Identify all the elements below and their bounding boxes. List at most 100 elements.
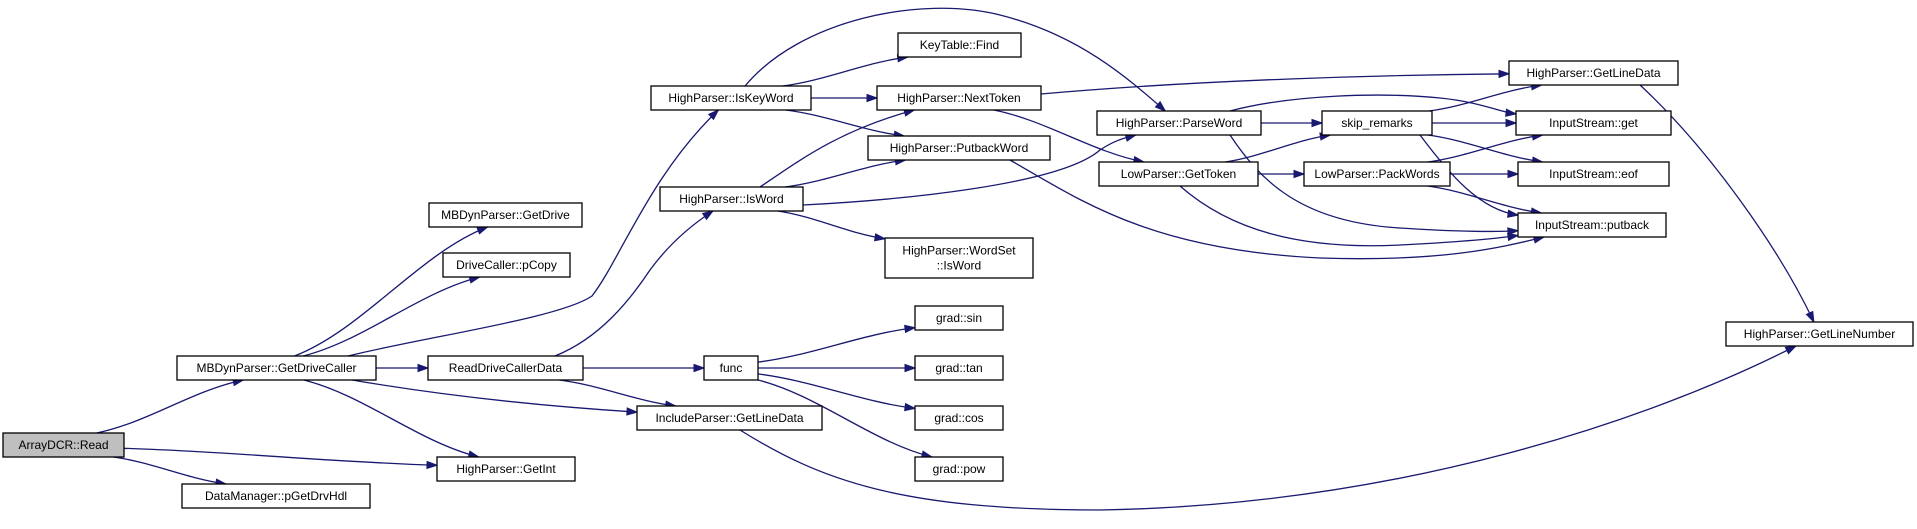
edge-highparser-nexttoken-to-highparser-getlinedata: [1040, 69, 1511, 95]
edge-readdrivecallerdata-to-func: [583, 363, 706, 373]
node-highparser-getlinenumber[interactable]: HighParser::GetLineNumber: [1725, 321, 1914, 347]
node-highparser-parseword[interactable]: HighParser::ParseWord: [1096, 110, 1262, 136]
node-readdrivecallerdata[interactable]: ReadDriveCallerData: [427, 355, 584, 381]
node-keytable-find[interactable]: KeyTable::Find: [897, 32, 1022, 58]
node-label: ArrayDCR::Read: [18, 438, 108, 452]
edge-highparser-isword-to-highparser-wordset-isword-line: [777, 210, 886, 240]
node-highparser-getint[interactable]: HighParser::GetInt: [436, 456, 576, 482]
edge-arraydcr-read-to-highparser-getint: [123, 447, 439, 470]
node-inputstream-get[interactable]: InputStream::get: [1515, 110, 1672, 136]
node-label: ::IsWord: [937, 259, 981, 273]
node-box: [914, 305, 1004, 331]
edge-arraydcr-read-to-datamanager-pgetdrvhdl: [113, 456, 228, 487]
node-skip-remarks[interactable]: skip_remarks: [1321, 110, 1433, 136]
edge-lowparser-packwords-to-inputstream-eof-arrowhead: [1507, 169, 1520, 179]
node-label: HighParser::PutbackWord: [890, 141, 1029, 155]
node-box: [1515, 110, 1672, 136]
edge-lowparser-gettoken-to-skip-remarks-line: [1225, 134, 1331, 163]
edge-highparser-isword-to-highparser-putbackword-line: [784, 159, 906, 188]
node-grad-tan[interactable]: grad::tan: [914, 355, 1004, 381]
edge-mbdynparser-getdrivecaller-to-highparser-iskeyword-arrowhead: [707, 108, 720, 121]
node-box: [427, 355, 584, 381]
node-drivecaller-pcopy[interactable]: DriveCaller::pCopy: [442, 252, 571, 278]
edge-includeparser-getlinedata-to-highparser-getlinenumber-line: [739, 345, 1797, 511]
node-highparser-putbackword[interactable]: HighParser::PutbackWord: [867, 135, 1051, 161]
edge-includeparser-getlinedata-to-highparser-getlinenumber: [739, 345, 1798, 511]
edge-func-to-grad-sin-line: [757, 326, 916, 363]
node-label: HighParser::ParseWord: [1116, 116, 1243, 130]
node-inputstream-eof[interactable]: InputStream::eof: [1517, 161, 1670, 187]
edge-skip-remarks-to-highparser-getlinedata-line: [1428, 84, 1542, 112]
node-box: [428, 202, 583, 228]
node-label: MBDynParser::GetDrive: [441, 208, 570, 222]
node-highparser-iskeyword[interactable]: HighParser::IsKeyWord: [650, 85, 812, 111]
edge-mbdynparser-getdrivecaller-to-highparser-iskeyword: [347, 108, 720, 357]
node-grad-pow[interactable]: grad::pow: [914, 456, 1004, 482]
node-box: [1725, 321, 1914, 347]
edge-mbdynparser-getdrivecaller-to-readdrivecallerdata: [376, 363, 430, 373]
edge-mbdynparser-getdrivecaller-to-includeparser-getlinedata: [351, 379, 639, 416]
node-lowparser-gettoken[interactable]: LowParser::GetToken: [1098, 161, 1259, 187]
edge-highparser-parseword-to-inputstream-get-arrowhead: [1505, 108, 1518, 117]
node-datamanager-pgetdrvhdl[interactable]: DataManager::pGetDrvHdl: [181, 483, 371, 509]
node-label: HighParser::NextToken: [897, 91, 1020, 105]
edge-skip-remarks-to-inputstream-putback-line: [1419, 134, 1519, 216]
edge-mbdynparser-getdrivecaller-to-highparser-iskeyword-line: [347, 109, 719, 357]
node-grad-cos[interactable]: grad::cos: [914, 405, 1004, 431]
edge-arraydcr-read-to-mbdynparser-getdrivecaller-line: [96, 379, 244, 434]
node-label: HighParser::IsKeyWord: [668, 91, 793, 105]
edge-mbdynparser-getdrivecaller-to-readdrivecallerdata-arrowhead: [417, 363, 430, 373]
edge-mbdynparser-getdrivecaller-to-mbdynparser-getdrive-arrowhead: [476, 226, 489, 235]
edge-highparser-iskeyword-to-highparser-nexttoken-arrowhead: [866, 93, 879, 103]
node-label: grad::pow: [933, 462, 986, 476]
edge-highparser-iskeyword-to-keytable-find-line: [782, 56, 908, 87]
node-mbdynparser-getdrivecaller[interactable]: MBDynParser::GetDriveCaller: [176, 355, 377, 381]
node-box: [181, 483, 371, 509]
node-box: [2, 432, 125, 458]
edge-highparser-isword-to-highparser-putbackword: [784, 157, 907, 188]
node-label: DataManager::pGetDrvHdl: [205, 489, 347, 503]
edge-arraydcr-read-to-mbdynparser-getdrivecaller: [96, 378, 245, 434]
node-label: LowParser::GetToken: [1121, 167, 1236, 181]
node-lowparser-packwords[interactable]: LowParser::PackWords: [1303, 161, 1451, 187]
node-box: [703, 355, 759, 381]
node-label: InputStream::get: [1549, 116, 1638, 130]
node-highparser-getlinedata[interactable]: HighParser::GetLineData: [1508, 60, 1679, 86]
edge-highparser-nexttoken-to-lowparser-gettoken-line: [993, 109, 1144, 163]
edge-highparser-nexttoken-to-highparser-getlinedata-arrowhead: [1498, 69, 1511, 79]
edge-highparser-iskeyword-to-highparser-nexttoken: [811, 93, 879, 103]
node-label: grad::cos: [934, 411, 983, 425]
edge-highparser-isword-to-highparser-nexttoken-line: [759, 109, 915, 188]
node-label: grad::sin: [936, 311, 982, 325]
node-box: [1098, 161, 1259, 187]
node-box: [1096, 110, 1262, 136]
node-box: [914, 355, 1004, 381]
node-label: HighParser::GetLineData: [1526, 66, 1660, 80]
edge-mbdynparser-getdrivecaller-to-mbdynparser-getdrive-line: [294, 226, 488, 357]
edge-highparser-isword-to-highparser-wordset-isword-arrowhead: [873, 233, 887, 242]
node-label: grad::tan: [935, 361, 982, 375]
edge-func-to-grad-tan-arrowhead: [904, 363, 917, 373]
node-box: [1517, 212, 1667, 238]
node-mbdynparser-getdrive[interactable]: MBDynParser::GetDrive: [428, 202, 583, 228]
edge-readdrivecallerdata-to-includeparser-getlinedata-line: [559, 379, 676, 407]
node-arraydcr-read[interactable]: ArrayDCR::Read: [2, 432, 125, 458]
edge-highparser-parseword-to-skip-remarks-arrowhead: [1311, 118, 1324, 128]
node-func[interactable]: func: [703, 355, 759, 381]
edge-highparser-isword-to-highparser-parseword-line: [802, 134, 1136, 206]
node-box: [442, 252, 571, 278]
node-box: [176, 355, 377, 381]
node-box: [436, 456, 576, 482]
node-highparser-wordset-isword[interactable]: HighParser::WordSet::IsWord: [884, 237, 1034, 279]
node-includeparser-getlinedata[interactable]: IncludeParser::GetLineData: [636, 405, 823, 431]
node-inputstream-putback[interactable]: InputStream::putback: [1517, 212, 1667, 238]
node-box: [914, 456, 1004, 482]
edge-skip-remarks-to-inputstream-get-arrowhead: [1505, 118, 1518, 128]
node-highparser-nexttoken[interactable]: HighParser::NextToken: [876, 85, 1042, 111]
node-grad-sin[interactable]: grad::sin: [914, 305, 1004, 331]
node-highparser-isword[interactable]: HighParser::IsWord: [659, 186, 804, 212]
edge-highparser-iskeyword-to-highparser-parseword-line: [744, 7, 1166, 112]
edge-mbdynparser-getdrivecaller-to-highparser-getint-line: [303, 379, 479, 458]
edge-readdrivecallerdata-to-func-arrowhead: [693, 363, 706, 373]
edge-skip-remarks-to-inputstream-eof: [1427, 134, 1545, 165]
